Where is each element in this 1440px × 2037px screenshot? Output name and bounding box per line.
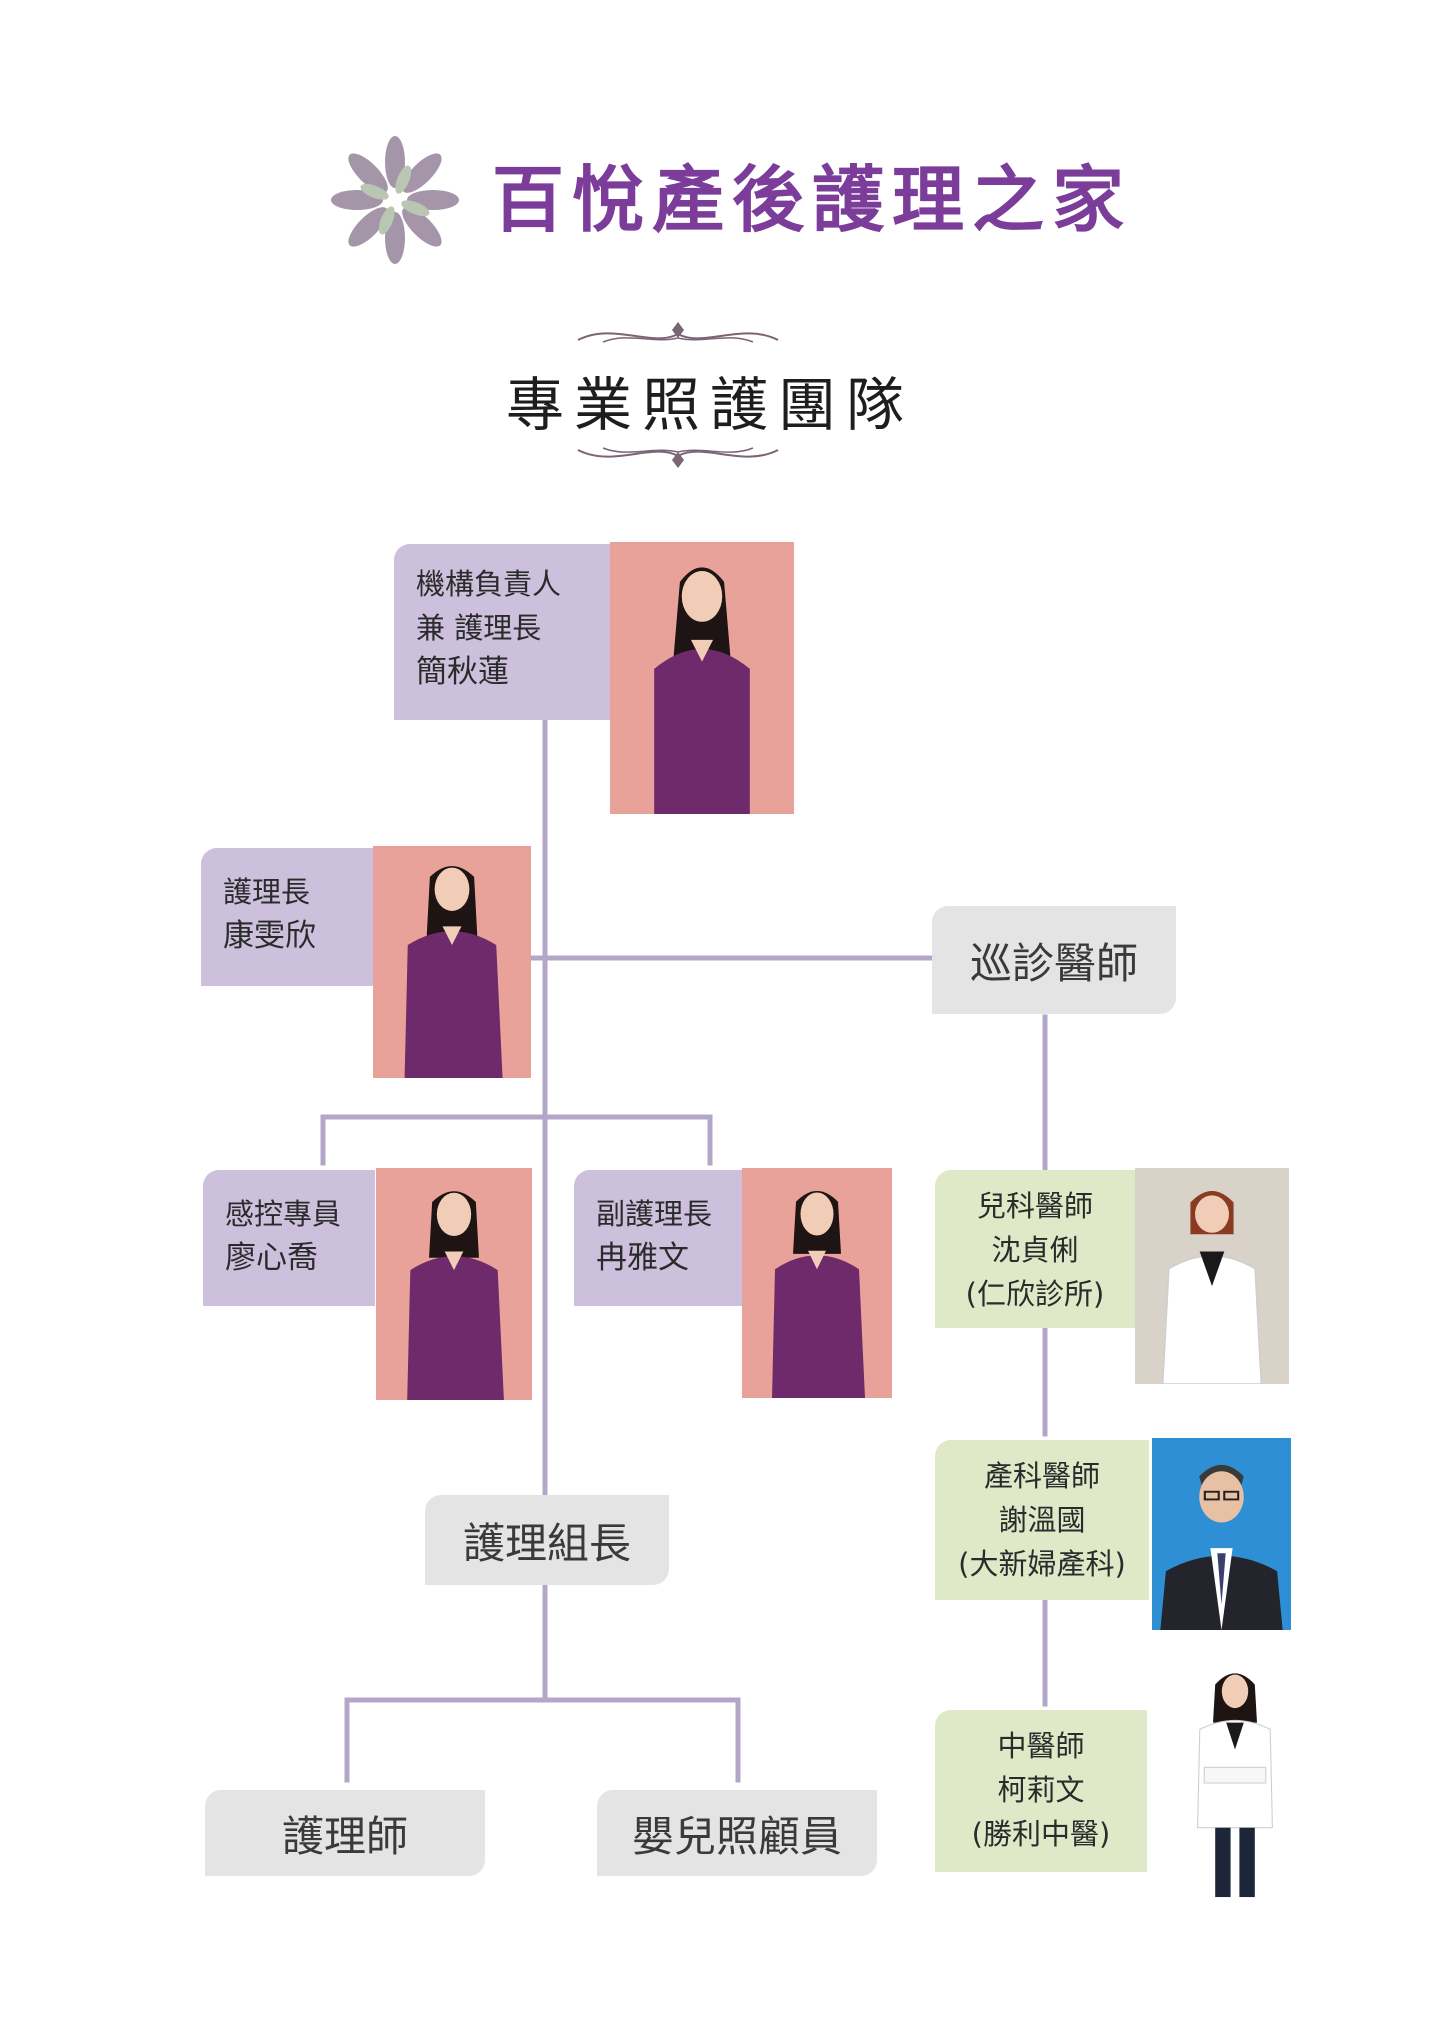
obstetrician-title: 產科醫師 (983, 1459, 1100, 1493)
director-photo (610, 542, 794, 814)
pediatrician-clinic: (仁欣診所) (965, 1277, 1105, 1311)
nursing-leader-label: 護理組長 (462, 1518, 631, 1568)
flourish-divider-icon (573, 438, 783, 472)
tcm-doctor-card: 中醫師 柯莉文 (勝利中醫) (935, 1710, 1147, 1872)
head-nurse-title: 護理長 (223, 875, 311, 909)
deputy-head-nurse-card: 副護理長 冉雅文 (574, 1170, 744, 1306)
infant-caregiver-card: 嬰兒照顧員 (597, 1790, 877, 1876)
deputy-head-nurse-name: 冉雅文 (596, 1240, 689, 1276)
director-title-secondary: 兼 護理長 (416, 611, 542, 645)
infection-control-card: 感控專員 廖心喬 (203, 1170, 375, 1306)
director-title: 機構負責人 (416, 567, 562, 601)
infection-control-photo (376, 1168, 532, 1400)
tcm-doctor-title: 中醫師 (997, 1729, 1085, 1763)
tcm-doctor-photo (1180, 1660, 1290, 1906)
nurse-label: 護理師 (281, 1811, 408, 1861)
pediatrician-name: 沈貞俐 (991, 1233, 1079, 1267)
infant-caregiver-label: 嬰兒照顧員 (631, 1811, 842, 1861)
nurse-card: 護理師 (205, 1790, 485, 1876)
page-title: 專業照護團隊 (505, 371, 914, 439)
director-name: 簡秋蓮 (416, 654, 509, 690)
deputy-head-nurse-photo (742, 1168, 892, 1398)
visiting-doctor-label: 巡診醫師 (969, 938, 1138, 988)
obstetrician-card: 產科醫師 謝溫國 (大新婦產科) (935, 1440, 1149, 1600)
pediatrician-photo (1135, 1168, 1289, 1384)
deputy-head-nurse-title: 副護理長 (596, 1197, 713, 1231)
nursing-leader-card: 護理組長 (425, 1495, 669, 1585)
infection-control-title: 感控專員 (225, 1197, 342, 1231)
obstetrician-photo (1152, 1438, 1291, 1630)
visiting-doctor-card: 巡診醫師 (932, 906, 1176, 1014)
head-nurse-card: 護理長 康雯欣 (201, 848, 373, 986)
obstetrician-name: 謝溫國 (998, 1503, 1086, 1537)
pediatrician-card: 兒科醫師 沈貞俐 (仁欣診所) (935, 1170, 1135, 1328)
pediatrician-title: 兒科醫師 (976, 1189, 1093, 1223)
head-nurse-photo (373, 846, 531, 1078)
tcm-doctor-clinic: (勝利中醫) (971, 1817, 1111, 1851)
head-nurse-name: 康雯欣 (223, 918, 316, 954)
obstetrician-clinic: (大新婦產科) (958, 1547, 1126, 1581)
brand-title: 百悅產後護理之家 (492, 157, 1133, 242)
infection-control-name: 廖心喬 (225, 1240, 318, 1276)
flourish-divider-icon (573, 318, 783, 352)
lotus-logo-icon (325, 130, 465, 270)
director-card: 機構負責人 兼 護理長 簡秋蓮 (394, 544, 612, 720)
tcm-doctor-name: 柯莉文 (997, 1773, 1085, 1807)
